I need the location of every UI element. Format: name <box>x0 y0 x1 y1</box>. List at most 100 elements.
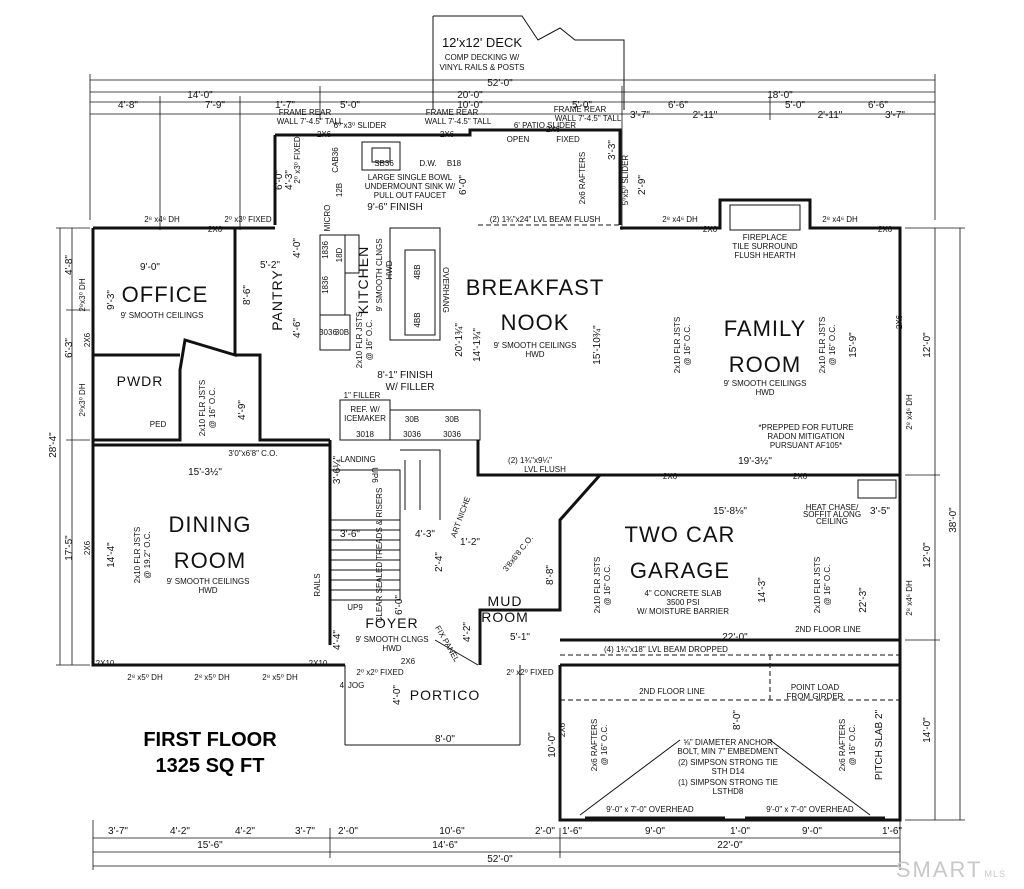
idim-4-9: 4'-9" <box>237 400 248 420</box>
foyer-ceiling: 9' SMOOTH CLNGS <box>355 635 428 644</box>
dim-top-6-6a: 6'-6" <box>668 100 688 111</box>
cab-4bb-b: 4BB <box>413 312 422 327</box>
idim-4-2: 4'-2" <box>462 622 473 642</box>
win-family-top2: 2⁸ x4⁶ DH <box>822 215 858 224</box>
sink-note-1: LARGE SINGLE BOWL <box>368 173 453 182</box>
cab-1836a: 1836 <box>321 241 330 259</box>
radon-3: PURSUANT AF105* <box>770 441 842 450</box>
dim-top-7-9: 7'-9" <box>205 100 225 111</box>
garage-name2: GARAGE <box>630 558 730 583</box>
deck-note-1: COMP DECKING W/ <box>445 53 520 62</box>
rdim-22-3: 22'-3" <box>858 587 869 613</box>
slider-right: 5⁰x5⁰ SLIDER <box>621 155 630 206</box>
fix-panel: FIX PANEL <box>433 624 461 664</box>
win-kitchen-top: 2⁰ x3⁰ FIXED <box>224 215 272 224</box>
b18: B18 <box>447 159 462 168</box>
dim-2-9: 2'-9" <box>637 175 648 195</box>
window-labels: 2⁸ x4⁶ DH 2⁰ x3⁰ FIXED 2⁸ x4⁶ DH 2⁸ x4⁶ … <box>78 215 914 737</box>
wall-2x6-a: 2X6 <box>317 130 332 139</box>
dining-ceiling: 9' SMOOTH CEILINGS <box>167 577 250 586</box>
win-garage-fixed: 2⁰ x2⁰ FIXED <box>506 668 554 677</box>
fireplace-2: TILE SURROUND <box>732 242 798 251</box>
patio-slider: 6' PATIO SLIDER <box>514 121 576 130</box>
anchor-5: (1) SIMPSON STRONG TIE <box>678 778 778 787</box>
idim-pantry-h: 8'-6" <box>242 285 253 305</box>
beam-3: (4) 1¾"x18" LVL BEAM DROPPED <box>604 645 728 654</box>
radon-1: *PREPPED FOR FUTURE <box>758 423 853 432</box>
pointload-2: FROM GIRDER <box>787 692 844 701</box>
idim-6-0: 6'-0" <box>394 595 405 615</box>
wall-2x6-g: 2X6 <box>663 472 678 481</box>
interior-dimensions: 9'-0" 5'-2" 8'-6" 4'-6" 4'-0" 4'-9" 15'-… <box>140 170 890 758</box>
cab-30b-b: 30B <box>445 415 459 424</box>
mud-name1: MUD <box>488 593 523 609</box>
fireplace: FIREPLACE TILE SURROUND FLUSH HEARTH <box>729 204 801 260</box>
ldim-6-3: 6'-3" <box>64 338 75 358</box>
idim-nook-2: 14'-1¾" <box>472 328 483 362</box>
framerear-2a: FRAME REAR <box>426 108 479 117</box>
ped-label: PED <box>150 420 167 429</box>
idim-8-0a: 8'-0" <box>732 710 743 730</box>
bdim-total: 52'-0" <box>487 854 513 865</box>
stairs-up6: UP6 <box>370 467 379 483</box>
bdim-4-2a: 4'-2" <box>170 826 190 837</box>
idim-8-8: 8'-8" <box>545 565 556 585</box>
bdim-3-7b: 3'-7" <box>295 826 315 837</box>
bdim-4-2b: 4'-2" <box>235 826 255 837</box>
portico-name: PORTICO <box>410 687 481 703</box>
rdim-12-0a: 12'-0" <box>922 332 933 358</box>
wall-2x10-a: 2X10 <box>96 659 115 668</box>
dim-top-2-11b: 2'-11" <box>818 110 843 121</box>
garage-note3: W/ MOISTURE BARRIER <box>637 607 729 616</box>
rafters-garage-r: 2x6 RAFTERS <box>838 719 847 771</box>
idim-4-3: 4'-3" <box>415 529 435 540</box>
dining-name2: ROOM <box>174 548 246 573</box>
win-left-dh1: 2⁸x3⁰ DH <box>78 278 87 311</box>
joist-nook: 2x10 FLR JSTS <box>673 317 682 373</box>
idim-4-0: 4'-0" <box>292 238 303 258</box>
dim-top-total: 52'-0" <box>487 78 513 89</box>
idim-4-0b: 4'-0" <box>392 685 403 705</box>
joist-dining: 2x10 FLR JSTS <box>133 527 142 583</box>
right-dimensions: 12'-0" 12'-0" 38'-0" 14'-0" 15'-9" 22'-3… <box>848 227 965 821</box>
ldim-14-4: 14'-4" <box>106 542 117 568</box>
dim-top-5-0b: 5'-0" <box>572 100 592 111</box>
dim-top-18: 18'-0" <box>767 90 793 101</box>
fixed-vert: 2⁰ x3⁰ FIXED <box>293 136 302 184</box>
finish-81: 8'-1" FINISH <box>377 370 432 381</box>
dim-top-5-0a: 5'-0" <box>340 100 360 111</box>
kitchen-name: KITCHEN <box>355 246 371 314</box>
overhead-2: 9'-0" x 7'-0" OVERHEAD <box>766 805 854 814</box>
framerear-1a: FRAME REAR <box>279 108 332 117</box>
overhang: OVERHANG <box>441 267 450 313</box>
rafters-garage-l-oc: @ 16" O.C. <box>600 725 609 766</box>
heat-2: SOFFIT ALONG <box>803 510 861 519</box>
joist-garage-l: 2x10 FLR JSTS <box>593 557 602 613</box>
deck: 12'x12' DECK COMP DECKING W/ VINYL RAILS… <box>432 15 625 110</box>
framerear-3a: FRAME REAR <box>554 105 607 114</box>
beam-2: (2) 1¾"x9¼" <box>508 456 552 465</box>
framerear-3b: WALL 7'-4.5" TALL <box>555 114 622 123</box>
wall-2x6-i: 2X6 <box>83 332 92 347</box>
idim-5-1: 5'-1" <box>510 632 530 643</box>
wall-2x6-k: 2X6 <box>895 314 904 329</box>
win-right-dh1: 2⁸ x4⁶ DH <box>905 394 914 430</box>
cab-3036c: 3036 <box>319 328 337 337</box>
anchor-6: LSTHD8 <box>713 787 744 796</box>
dim-top-3-7b: 3'-7" <box>885 110 905 121</box>
micro-label: MICRO <box>323 205 332 232</box>
wall-2x6-d: 2X6 <box>208 225 223 234</box>
dw: D.W. <box>419 159 436 168</box>
wall-2x6-j: 2X6 <box>83 540 92 555</box>
joist-family-oc: @ 16" O.C. <box>828 325 837 366</box>
bdim-2-0b: 2'-0" <box>535 826 555 837</box>
joist-garage-r-oc: @ 16" O.C. <box>823 565 832 606</box>
beam-1: (2) 1¾"x24" LVL BEAM FLUSH <box>490 215 601 224</box>
joist-pwdr-oc: @ 16" O.C. <box>208 388 217 429</box>
rdim-15-9: 15'-9" <box>848 332 859 358</box>
cab-3018: 3018 <box>356 430 374 439</box>
cab-12b: 12B <box>335 183 344 197</box>
bdim-1-0: 1'-0" <box>730 826 750 837</box>
bdim-22-0: 22'-0" <box>717 840 743 851</box>
win-dining2: 2⁸ x5⁰ DH <box>194 673 230 682</box>
